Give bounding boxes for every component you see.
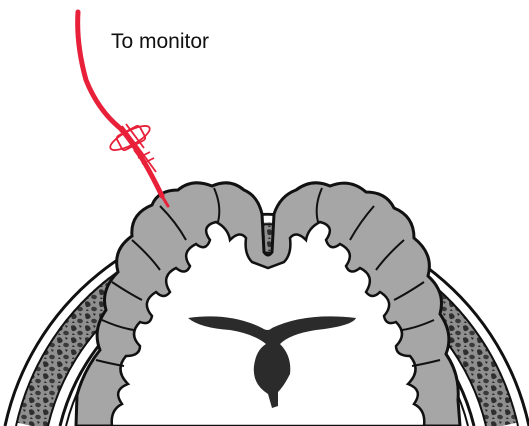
to-monitor-label: To monitor	[111, 30, 209, 53]
